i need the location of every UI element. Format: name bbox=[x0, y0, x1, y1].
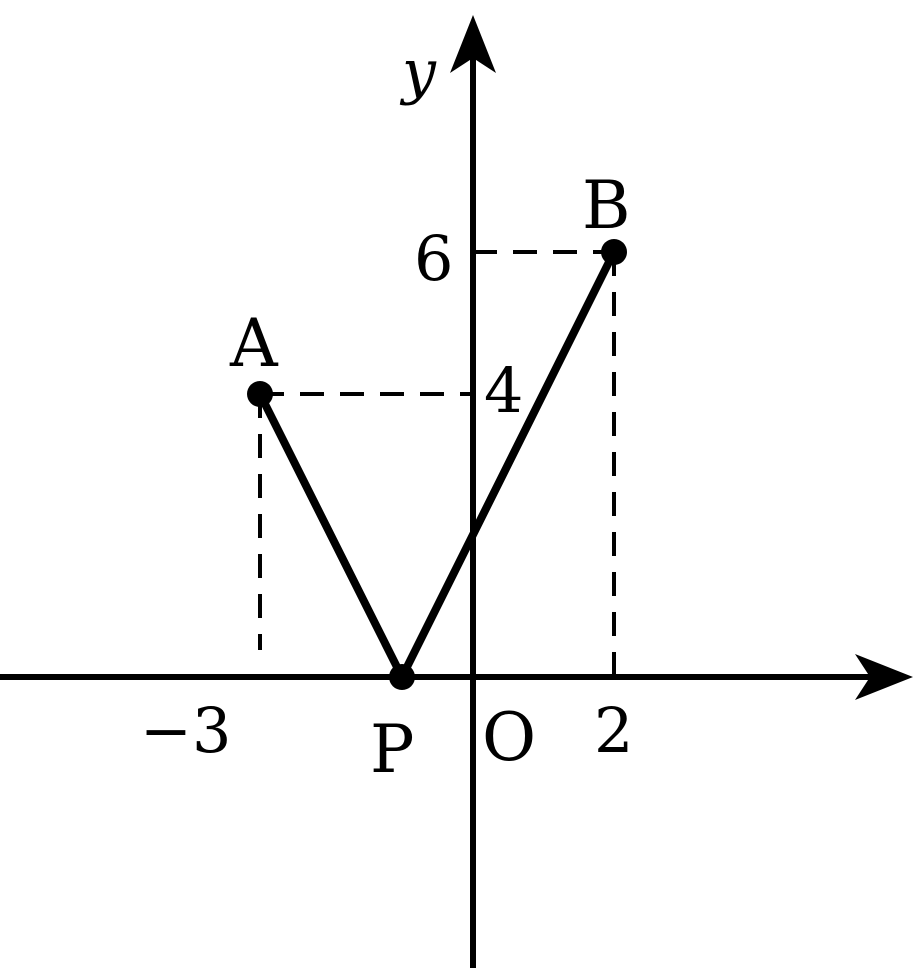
y-tick-4: 4 bbox=[484, 354, 523, 427]
y-tick-6: 6 bbox=[414, 222, 453, 295]
point-a-label: A bbox=[229, 305, 279, 382]
point-a-dot bbox=[247, 381, 273, 407]
segment-pb bbox=[398, 248, 618, 681]
point-p-dot bbox=[389, 664, 415, 690]
origin-label: O bbox=[482, 699, 536, 776]
x-tick-neg3: −3 bbox=[140, 694, 231, 767]
x-tick-2: 2 bbox=[594, 694, 633, 767]
point-p-label: P bbox=[370, 711, 414, 788]
y-axis-arrow bbox=[450, 15, 496, 73]
point-b-label: B bbox=[582, 167, 631, 244]
x-axis-arrow bbox=[855, 654, 913, 700]
point-b-dot bbox=[601, 239, 627, 265]
segment-ap bbox=[256, 390, 406, 681]
y-axis-label: y bbox=[399, 37, 437, 107]
